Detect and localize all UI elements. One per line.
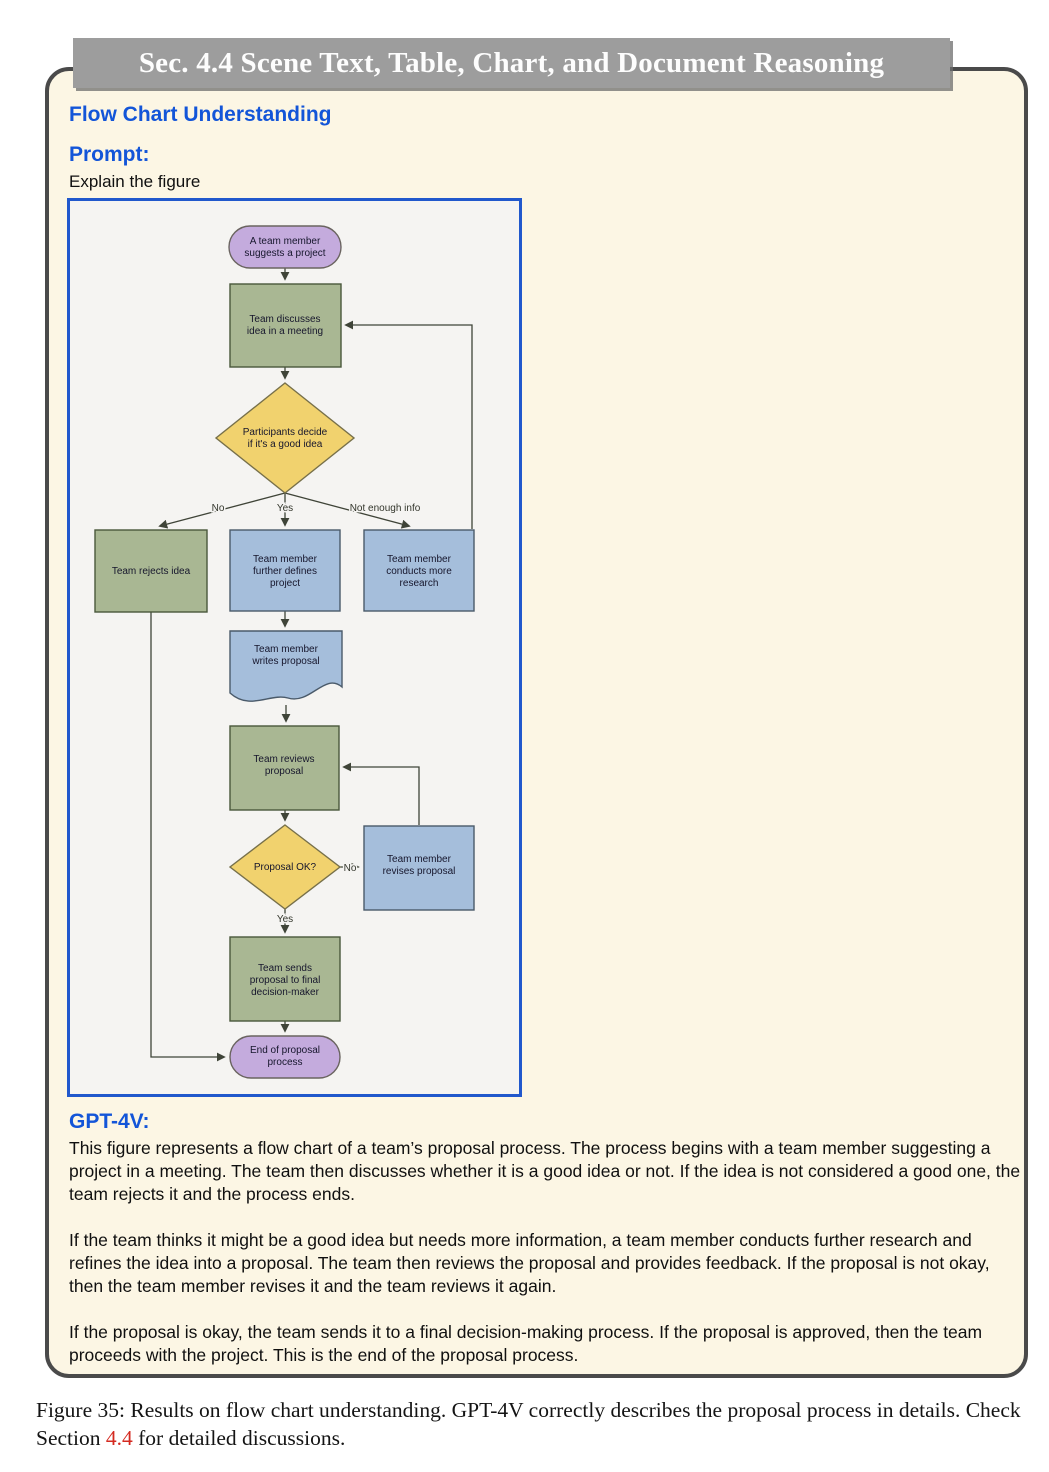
caption-text: for detailed discussions. (132, 1426, 346, 1450)
response-paragraph: If the proposal is okay, the team sends … (69, 1322, 983, 1365)
node-label: End of proposal (250, 1045, 320, 1056)
node-label: Team sends (258, 963, 312, 974)
prompt-label: Prompt: (69, 143, 150, 166)
node-label: writes proposal (251, 656, 319, 667)
edge-research-discuss-loop (344, 320, 473, 529)
flowchart-node-ok: Proposal OK? (228, 824, 342, 910)
node-label: Team member (387, 554, 452, 565)
node-label: suggests a project (244, 248, 325, 259)
node-label: Team member (254, 644, 319, 655)
node-label: proposal (265, 766, 303, 777)
edge-label-no: No (344, 863, 357, 874)
example-panel: Flow Chart Understanding Prompt: Explain… (45, 67, 1028, 1378)
flowchart-node-end: End of proposal process (229, 1035, 341, 1079)
node-label: further defines (253, 566, 317, 577)
edge-decide-research (284, 492, 411, 529)
flowchart-node-start: A team member suggests a project (228, 225, 342, 269)
flowchart-node-review: Team reviews proposal (229, 725, 340, 811)
flowchart-node-research: Team member conducts more research (363, 529, 475, 612)
edge-reject-end-loop (150, 612, 226, 1062)
figure-caption: Figure 35: Results on flow chart underst… (36, 1396, 1024, 1452)
section-reference-link[interactable]: 4.4 (105, 1426, 133, 1450)
node-label: decision-maker (251, 987, 319, 998)
section-banner-title: Sec. 4.4 Scene Text, Table, Chart, and D… (138, 46, 885, 79)
flowchart-node-define: Team member further defines project (229, 529, 341, 612)
response-text: This figure represents a flow chart of a… (69, 1137, 1021, 1390)
flowchart-node-discuss: Team discusses idea in a meeting (229, 283, 342, 368)
flowchart-node-decide: Participants decide if it's a good idea (214, 382, 356, 494)
edge-label-yes: Yes (277, 914, 293, 925)
flowchart-node-revise: Team member revises proposal (363, 825, 475, 911)
node-label: research (400, 578, 439, 589)
process-shape (229, 283, 342, 368)
node-label: if it's a good idea (248, 439, 323, 450)
response-paragraph: This figure represents a flow chart of a… (69, 1138, 1021, 1204)
node-label: Participants decide (243, 427, 328, 438)
flowchart-edge-labels: No Yes Not enough info No Yes (210, 502, 422, 927)
node-label: Team discusses (249, 314, 320, 325)
edge-revise-review-loop (342, 762, 420, 825)
flowchart-node-send: Team sends proposal to final decision-ma… (229, 936, 341, 1022)
decision-shape (228, 824, 342, 910)
flowchart-node-reject: Team rejects idea (94, 529, 208, 613)
node-label: Team member (387, 854, 452, 865)
response-label: GPT-4V: (69, 1110, 150, 1133)
response-paragraph: If the team thinks it might be a good id… (69, 1230, 990, 1296)
node-label: idea in a meeting (247, 326, 323, 337)
decision-shape (214, 382, 356, 494)
flowchart-node-write: Team member writes proposal (229, 630, 343, 702)
edge-decide-reject (158, 492, 286, 529)
edge-label-no: No (212, 503, 225, 514)
process-shape (363, 825, 475, 911)
process-shape (363, 529, 475, 612)
node-label: conducts more (386, 566, 452, 577)
node-label: Team rejects idea (112, 566, 191, 577)
node-label: A team member (250, 236, 321, 247)
process-shape (229, 725, 340, 811)
caption-text: Figure 35: Results on flow chart underst… (36, 1398, 1021, 1450)
node-label: Proposal OK? (254, 862, 317, 873)
node-label: process (267, 1057, 302, 1068)
edge-label-not-enough-info: Not enough info (350, 503, 421, 514)
flowchart-svg: A team member suggests a project Team di… (94, 225, 475, 1079)
node-label: Team member (253, 554, 318, 565)
flowchart-edges (150, 268, 473, 1062)
prompt-text: Explain the figure (69, 172, 201, 191)
document-shape (229, 630, 343, 702)
node-label: Team reviews (253, 754, 314, 765)
process-shape (229, 936, 341, 1022)
node-label: project (270, 578, 300, 589)
terminator-shape (229, 1035, 341, 1079)
node-label: revises proposal (383, 866, 456, 877)
edge-label-yes: Yes (277, 503, 293, 514)
section-banner: Sec. 4.4 Scene Text, Table, Chart, and D… (73, 38, 950, 88)
process-shape (229, 529, 341, 612)
page-title: Flow Chart Understanding (69, 103, 332, 126)
terminator-shape (228, 225, 342, 269)
node-label: proposal to final (250, 975, 321, 986)
flowchart-figure: A team member suggests a project Team di… (67, 198, 522, 1097)
process-shape (94, 529, 208, 613)
